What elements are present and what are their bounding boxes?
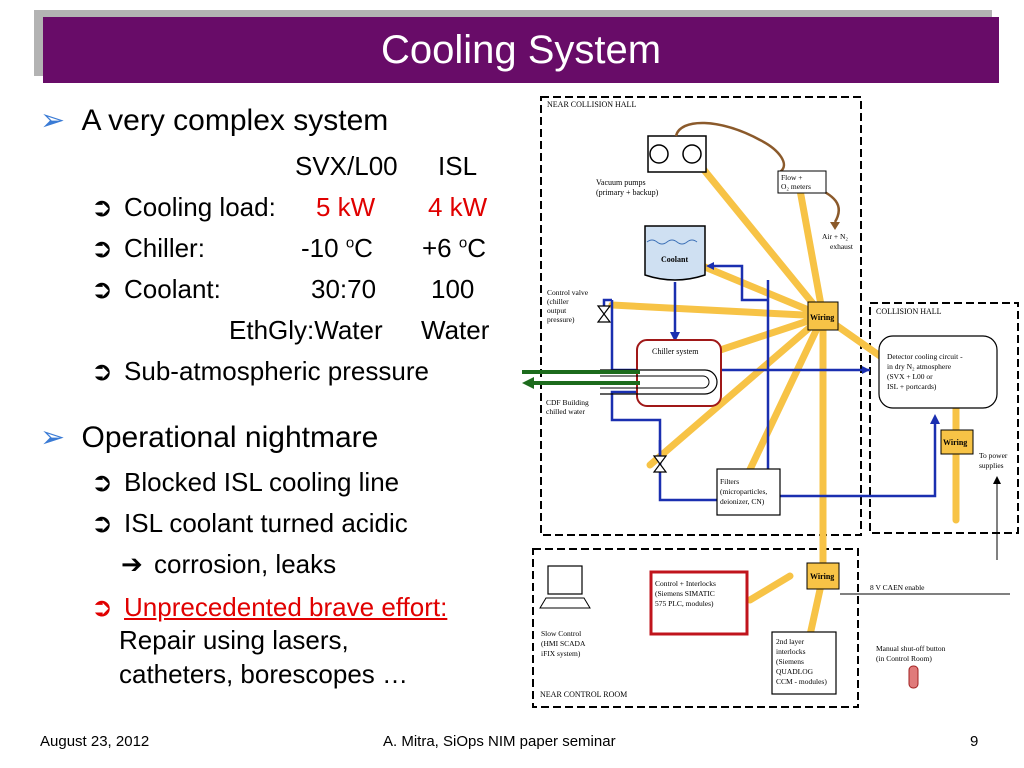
manual-shutoff-label: Manual shut-off button (in Control Room) [876, 644, 947, 663]
chilled-water-arrow-icon [522, 377, 534, 389]
filters-box [716, 468, 781, 516]
chilled-water-lines [522, 370, 640, 385]
wiring-label: Wiring [810, 313, 834, 322]
bullet-arrow-icon: ➢ [40, 421, 66, 454]
filters-label: Filters (microparticles, deionizer, CN) [720, 477, 769, 506]
power-supplies-label: To power supplies [979, 451, 1009, 470]
item-brave-effort: ➲ Unprecedented brave effort: [91, 592, 448, 622]
footer-date: August 23, 2012 [40, 733, 150, 750]
item-acidic-coolant: ➲ ISL coolant turned acidic [91, 508, 408, 538]
cooling-system-diagram: NEAR COLLISION HALL COLLISION HALL NEAR … [522, 96, 1019, 708]
vacuum-pump-primary-icon [649, 144, 669, 164]
vacuum-pumps-label: Vacuum pumps (primary + backup) [596, 178, 659, 197]
column-header-isl: ISL [438, 151, 478, 181]
vacuum-pump-backup-icon [682, 144, 702, 164]
bullet-arrow-icon: ➢ [40, 104, 66, 137]
pipe-arrow-icon [706, 262, 714, 270]
near-control-room-box [532, 548, 859, 708]
coolant-tank-label: Coolant [661, 255, 688, 264]
chiller-coil [600, 369, 718, 395]
hollow-arrow-icon: ➲ [91, 508, 113, 538]
chiller-coil-inner [600, 375, 710, 389]
control-valve-icon [596, 305, 612, 323]
power-arrow-icon [993, 476, 1001, 484]
pipe-arrow-icon [862, 366, 870, 374]
wiring-box-collision [940, 429, 974, 455]
slow-control-label: Slow Control (HMI SCADA iFIX system) [541, 629, 587, 658]
near-collision-hall-box [540, 96, 862, 536]
chiller-system-label: Chiller system [652, 347, 699, 356]
column-header-svx: SVX/L00 [295, 151, 398, 181]
return-valve-icon [652, 455, 668, 473]
item-brave-effort-line3: catheters, borescopes … [119, 659, 409, 689]
coolant-surface [646, 239, 698, 245]
control-valve-label: Control valve (chiller output pressure) [547, 288, 590, 324]
slide-number: 9 [970, 733, 979, 750]
coolant-isl-value: 100 [431, 274, 475, 304]
detector-circuit-box [878, 335, 998, 409]
wiring-label: Wiring [943, 438, 967, 447]
control-interlocks-label: Control + Interlocks (Siemens SIMATIC 57… [655, 579, 718, 608]
cooling-svx-value: 5 kW [316, 192, 376, 222]
hollow-arrow-icon: ➲ [91, 356, 113, 386]
near-control-room-label: NEAR CONTROL ROOM [540, 690, 627, 699]
detector-circuit-label: Detector cooling circuit - in dry N₂ atm… [887, 352, 964, 391]
wiring-label: Wiring [810, 572, 834, 581]
coolant-svx-value: 30:70 [311, 274, 377, 304]
wiring-box-control [806, 562, 840, 590]
flow-meters-box [777, 170, 827, 194]
item-corrosion: ➔ corrosion, leaks [121, 549, 337, 579]
chiller-svx-value: -10 oC [301, 233, 373, 263]
bullet-list: ➢ A very complex system SVX/L00 ISL ➲ Co… [0, 0, 520, 720]
keyboard-icon [539, 597, 591, 609]
wiring-box-main [807, 301, 839, 331]
section1-heading: ➢ A very complex system [40, 104, 389, 137]
coolant-tank [644, 225, 706, 281]
exhaust-arrow-icon [830, 222, 840, 230]
item-brave-effort-line2: Repair using lasers, [119, 625, 349, 655]
coolant-isl-type: Water [421, 315, 490, 345]
row-subatmospheric: ➲ Sub-atmospheric pressure [91, 356, 429, 386]
row-chiller: ➲ Chiller: [91, 233, 205, 263]
collision-hall-box [869, 302, 1019, 534]
second-layer-interlocks-box [771, 631, 837, 695]
slide-title: Cooling System [43, 17, 999, 83]
hollow-arrow-icon: ➲ [91, 233, 113, 263]
footer-presenter: A. Mitra, SiOps NIM paper seminar [383, 733, 616, 750]
section2-heading: ➢ Operational nightmare [40, 421, 379, 454]
coolant-svx-type: EthGly:Water [229, 315, 383, 345]
row-coolant: ➲ Coolant: [91, 274, 221, 304]
right-arrow-icon: ➔ [121, 549, 143, 579]
slow-control-monitor-icon [547, 565, 583, 595]
near-collision-hall-label: NEAR COLLISION HALL [547, 100, 636, 109]
control-interlocks-box [649, 570, 749, 636]
chiller-isl-value: +6 oC [422, 233, 486, 263]
pipe-arrow-icon [930, 414, 940, 424]
item-blocked-line: ➲ Blocked ISL cooling line [91, 467, 400, 497]
exhaust-label: Air + N₂ exhaust [822, 232, 854, 251]
hollow-arrow-icon: ➲ [91, 592, 113, 622]
second-layer-interlocks-label: 2nd layer interlocks (Siemens QUADLOG CC… [776, 637, 827, 686]
pipe-arrow-icon [670, 332, 680, 342]
shutoff-button-icon [908, 665, 919, 689]
hollow-arrow-icon: ➲ [91, 274, 113, 304]
cdf-chilled-water-label: CDF Building chilled water [546, 398, 591, 416]
caen-enable-label: 8 V CAEN enable [870, 583, 925, 592]
row-cooling-load: ➲ Cooling load: [91, 192, 276, 222]
cooling-isl-value: 4 kW [428, 192, 488, 222]
hollow-arrow-icon: ➲ [91, 192, 113, 222]
collision-hall-label: COLLISION HALL [876, 307, 942, 316]
hollow-arrow-icon: ➲ [91, 467, 113, 497]
flow-meters-label: Flow + O₂ meters [781, 173, 811, 191]
